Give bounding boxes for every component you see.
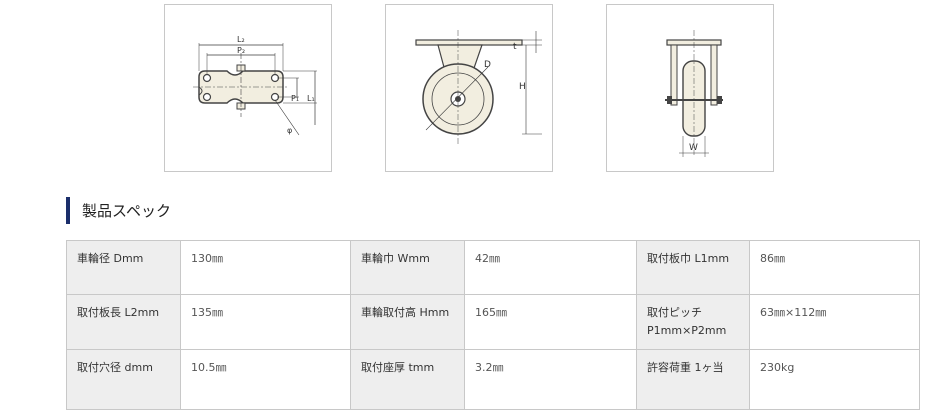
spec-label: 取付座厚 tmm bbox=[350, 349, 465, 410]
spec-table: 車輪径 Dmm 130㎜ 車輪巾 Wmm 42㎜ 取付板巾 L1mm 86㎜ 取… bbox=[66, 240, 920, 410]
spec-value: 63㎜×112㎜ bbox=[749, 294, 920, 350]
spec-label: 車輪径 Dmm bbox=[66, 240, 181, 295]
spec-label: 許容荷重 1ヶ当 bbox=[636, 349, 750, 410]
h-label: H bbox=[519, 82, 526, 92]
top-plate-shape bbox=[415, 39, 523, 46]
spec-value: 130㎜ bbox=[180, 240, 351, 295]
phi-label: φ bbox=[287, 126, 292, 135]
spec-value: 135㎜ bbox=[180, 294, 351, 350]
w-label: W bbox=[689, 143, 698, 153]
spec-label: 取付板巾 L1mm bbox=[636, 240, 750, 295]
p2-label: P₂ bbox=[237, 46, 245, 55]
spec-value: 86㎜ bbox=[749, 240, 920, 295]
t-label: t bbox=[513, 42, 517, 52]
heading-accent-bar bbox=[66, 197, 70, 224]
l1-label: L₁ bbox=[307, 94, 315, 103]
p1-label: P₁ bbox=[291, 94, 299, 103]
mount-hole-icon bbox=[202, 73, 212, 83]
spec-value: 165㎜ bbox=[464, 294, 637, 350]
mount-hole-icon bbox=[202, 92, 212, 102]
table-row: 車輪径 Dmm 130㎜ 車輪巾 Wmm 42㎜ 取付板巾 L1mm 86㎜ bbox=[66, 240, 920, 295]
product-spec-heading: 製品スペック bbox=[66, 197, 171, 224]
caster-front-view-diagram: W bbox=[606, 4, 774, 172]
spec-value: 10.5㎜ bbox=[180, 349, 351, 410]
table-row: 取付穴径 dmm 10.5㎜ 取付座厚 tmm 3.2㎜ 許容荷重 1ヶ当 23… bbox=[66, 349, 920, 410]
section-title: 製品スペック bbox=[82, 202, 171, 220]
caster-top-view-diagram: L₂ P₂ P₁ L₁ φ bbox=[164, 4, 332, 172]
caster-side-view-diagram: t H D bbox=[385, 4, 553, 172]
spec-value: 42㎜ bbox=[464, 240, 637, 295]
side-view-drawing: t H D bbox=[415, 30, 542, 145]
spec-label: 取付ピッチ P1mm×P2mm bbox=[636, 294, 750, 350]
l2-label: L₂ bbox=[237, 35, 245, 44]
table-row: 取付板長 L2mm 135㎜ 車輪取付高 Hmm 165㎜ 取付ピッチ P1mm… bbox=[66, 294, 920, 350]
spec-label: 車輪取付高 Hmm bbox=[350, 294, 465, 350]
spec-label: 取付穴径 dmm bbox=[66, 349, 181, 410]
spec-label: 取付板長 L2mm bbox=[66, 294, 181, 350]
spec-label: 車輪巾 Wmm bbox=[350, 240, 465, 295]
spec-value: 230kg bbox=[749, 349, 920, 410]
front-view-drawing: W bbox=[665, 30, 723, 157]
top-view-drawing: L₂ P₂ P₁ L₁ φ bbox=[193, 35, 317, 136]
spec-value: 3.2㎜ bbox=[464, 349, 637, 410]
d-label: D bbox=[484, 60, 491, 70]
